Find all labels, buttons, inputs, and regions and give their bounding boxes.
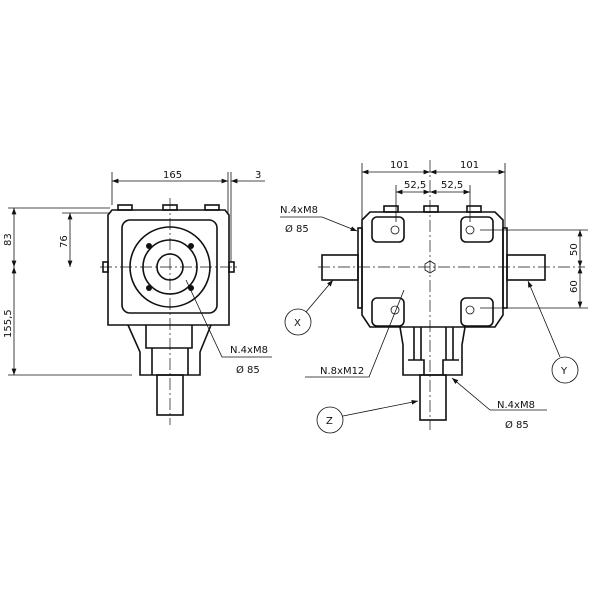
dim-101-left: 101 <box>390 160 409 171</box>
dim-76: 76 <box>59 235 70 248</box>
callout-side-diameter: Ø 85 <box>285 223 309 235</box>
callout-bottom-thread: N.4xM8 <box>497 400 535 411</box>
callout-body-thread: N.8xM12 <box>320 366 364 377</box>
callout-bottom-diameter: Ø 85 <box>505 419 529 431</box>
callout-diameter: Ø 85 <box>236 364 260 376</box>
dim-3: 3 <box>255 170 261 181</box>
dim-60: 60 <box>569 280 580 293</box>
dim-155-5: 155,5 <box>3 309 14 338</box>
dim-101-right: 101 <box>460 160 479 171</box>
dim-50: 50 <box>569 243 580 256</box>
side-view: 101 101 52,5 52,5 50 60 N.4xM8 Ø 85 N.8x… <box>280 160 588 434</box>
dim-165: 165 <box>163 170 182 181</box>
dim-83: 83 <box>3 233 14 246</box>
front-view: 165 3 83 76 155,5 N.4xM8 Ø 85 <box>3 170 272 425</box>
shaft-label-y: Y <box>560 366 568 377</box>
callout-thread: N.4xM8 <box>230 345 268 356</box>
dim-52-5-right: 52,5 <box>441 180 463 191</box>
shaft-label-x: X <box>294 318 301 329</box>
shaft-label-z: Z <box>326 416 333 427</box>
dim-52-5-left: 52,5 <box>404 180 426 191</box>
callout-side-thread: N.4xM8 <box>280 205 318 216</box>
